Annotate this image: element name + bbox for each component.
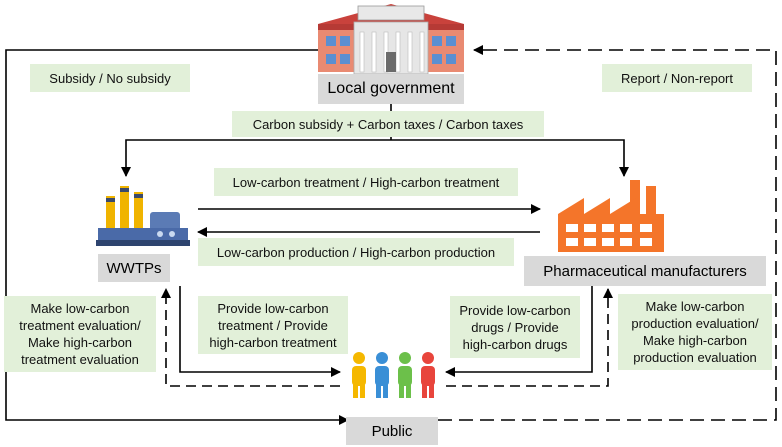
treatment-plant-icon (96, 186, 190, 246)
factory-icon (558, 180, 664, 252)
label-production-evaluation: Make low-carbon production evaluation/ M… (618, 294, 772, 370)
government-building-icon (318, 4, 464, 75)
label-treatment: Low-carbon treatment / High-carbon treat… (214, 168, 518, 196)
label-carbon-taxes: Carbon subsidy + Carbon taxes / Carbon t… (232, 111, 544, 137)
wwtps-to-public-arrow (179, 286, 341, 377)
node-pharmaceutical-manufacturers: Pharmaceutical manufacturers (524, 256, 766, 286)
label-provide-treatment: Provide low-carbon treatment / Provide h… (198, 296, 348, 354)
label-production: Low-carbon production / High-carbon prod… (198, 238, 514, 266)
node-wwtps: WWTPs (98, 254, 170, 282)
gov-to-manufacturers-arrow (391, 139, 629, 177)
label-provide-drugs: Provide low-carbon drugs / Provide high-… (450, 296, 580, 358)
people-group-icon (352, 352, 435, 398)
node-public: Public (346, 417, 438, 445)
node-local-government: Local government (318, 74, 464, 104)
public-to-gov-dashed-arrow (438, 45, 777, 421)
label-report: Report / Non-report (602, 64, 752, 92)
gov-to-public-arrow (5, 49, 349, 425)
label-subsidy: Subsidy / No subsidy (30, 64, 190, 92)
manufacturers-to-public-arrow (445, 286, 593, 377)
label-treatment-evaluation: Make low-carbon treatment evaluation/ Ma… (4, 296, 156, 372)
public-to-wwtps-dashed-arrow (161, 288, 340, 387)
public-to-manufacturers-dashed-arrow (446, 288, 613, 387)
gov-to-wwtps-arrow (121, 139, 391, 177)
